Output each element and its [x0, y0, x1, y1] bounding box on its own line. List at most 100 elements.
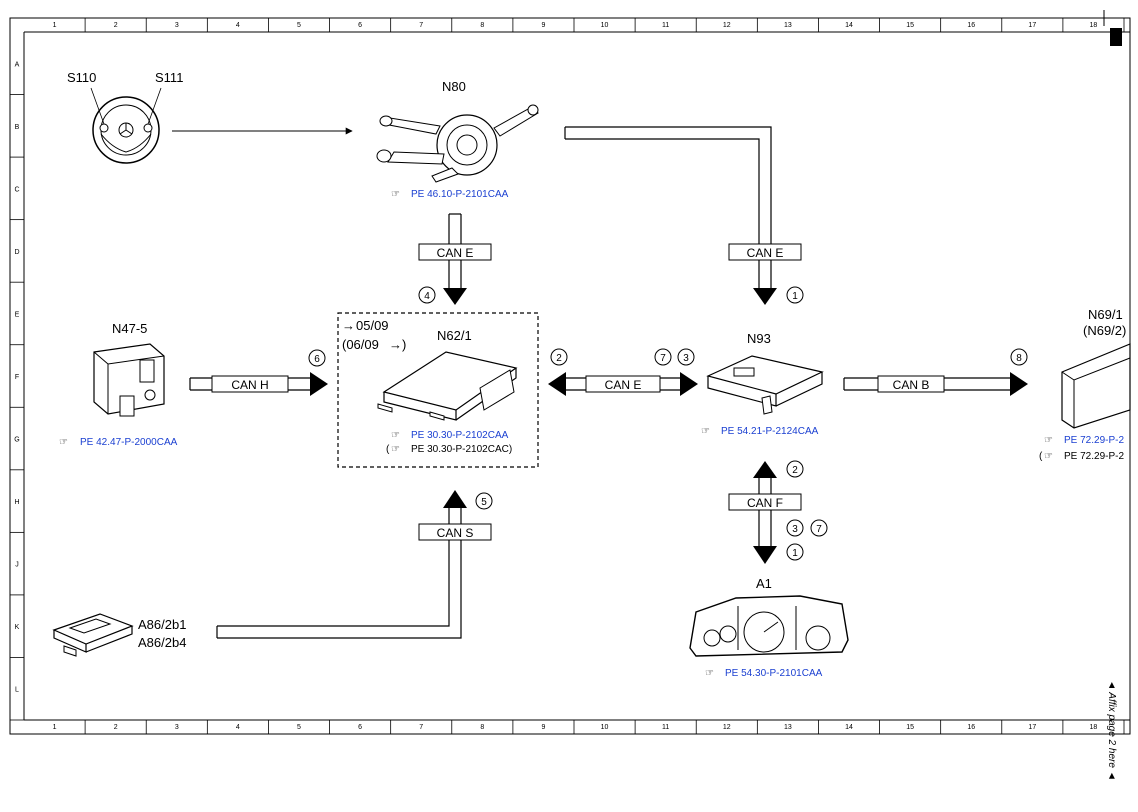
can-s-label: CAN S: [437, 526, 474, 540]
n62-date-2: (06/09: [342, 337, 379, 352]
grid-column-label: 10: [601, 724, 609, 731]
marker-2-low-text: 2: [792, 465, 798, 476]
n62-date-2-close: ): [402, 337, 406, 352]
ref-a1[interactable]: PE 54.30-P-2101CAA: [725, 668, 823, 679]
marker-3-low: [786, 519, 804, 537]
grid-column-label: 6: [358, 724, 362, 731]
grid-column-label: 3: [175, 22, 179, 29]
can-b-label: CAN B: [893, 378, 930, 392]
door-control-unit-icon: [1061, 343, 1131, 429]
marker-8-text: 8: [1016, 353, 1022, 364]
grid-row-label: H: [14, 499, 19, 506]
ref-icon: ☞: [705, 668, 714, 679]
label-a86-2b1: A86/2b1: [138, 617, 186, 632]
n62-control-unit-icon: [377, 351, 518, 421]
grid-row-label: K: [15, 624, 20, 631]
marker-3-mid: [677, 348, 695, 366]
can-e-left-label: CAN E: [437, 246, 474, 260]
grid-column-label: 12: [723, 724, 731, 731]
label-n69-2: (N69/2): [1083, 323, 1126, 338]
grid-column-label: 10: [601, 22, 609, 29]
instrument-cluster-icon: [689, 595, 849, 657]
can-e-right-box: [728, 243, 802, 261]
grid-column-label: 17: [1028, 724, 1036, 731]
can-s-bus: [216, 490, 467, 639]
steering-column-module-icon: [376, 104, 539, 183]
n62-variant-frame: [337, 312, 539, 468]
n62-date-1: 05/09: [356, 318, 389, 333]
grid-column-label: 14: [845, 22, 853, 29]
marker-7-mid-text: 7: [660, 353, 666, 364]
label-n47-5: N47-5: [112, 321, 147, 336]
label-n93: N93: [747, 331, 771, 346]
grid-column-label: 13: [784, 724, 792, 731]
grid-column-label: 2: [114, 22, 118, 29]
grid-column-label: 5: [297, 724, 301, 731]
ref-n62-1[interactable]: PE 30.30-P-2102CAA: [411, 430, 509, 441]
ref2-open: (: [1039, 451, 1043, 462]
marker-4: [418, 286, 436, 304]
grid-column-label: 1: [53, 724, 57, 731]
marker-3-mid-text: 3: [683, 353, 689, 364]
grid-column-label: 3: [175, 724, 179, 731]
can-e-mid-label: CAN E: [605, 378, 642, 392]
affix-note-text: ◄ Affix page 2 here ◄: [1106, 680, 1117, 781]
marker-7-low: [810, 519, 828, 537]
grid-column-label: 7: [419, 724, 423, 731]
grid-column-label: 7: [419, 22, 423, 29]
marker-1-low: [786, 543, 804, 561]
can-h-box: [211, 375, 289, 393]
grid-column-label: 9: [541, 22, 545, 29]
ref-n93[interactable]: PE 54.21-P-2124CAA: [721, 426, 819, 437]
grid-row-label: B: [15, 124, 20, 131]
ref-n69[interactable]: PE 72.29-P-2: [1064, 435, 1124, 446]
label-a86-2b4: A86/2b4: [138, 635, 186, 650]
grid-column-label: 15: [906, 22, 914, 29]
marker-8: [1010, 348, 1028, 366]
marker-2-left-text: 2: [556, 353, 562, 364]
affix-note: ◄ Affix page 2 here ◄: [1106, 680, 1117, 781]
ref-n80[interactable]: PE 46.10-P-2101CAA: [411, 189, 509, 200]
can-s-box: [418, 523, 492, 541]
grid-column-label: 14: [845, 724, 853, 731]
grid-column-label: 12: [723, 22, 731, 29]
grid-column-label: 4: [236, 22, 240, 29]
ref2-n62-1: PE 30.30-P-2102CAC): [411, 444, 512, 455]
ref2-n69: PE 72.29-P-2: [1064, 451, 1124, 462]
grid-column-label: 5: [297, 22, 301, 29]
corner-marker: [1110, 28, 1122, 46]
label-s111: S111: [155, 70, 183, 85]
ref-n47-5[interactable]: PE 42.47-P-2000CAA: [80, 437, 178, 448]
grid-column-label: 18: [1090, 724, 1098, 731]
grid-column-label: 11: [662, 22, 669, 29]
ref-icon: ☞: [701, 426, 710, 437]
grid-column-label: 15: [906, 724, 914, 731]
marker-1-top-text: 1: [792, 291, 798, 302]
grid-column-label: 17: [1028, 22, 1036, 29]
grid-column-label: 8: [480, 724, 484, 731]
grid-row-label: D: [14, 249, 19, 256]
ref-icon: ☞: [1044, 451, 1053, 462]
arrow-glyph: →: [389, 337, 402, 352]
label-a1: A1: [756, 576, 772, 591]
can-e-mid-box: [585, 375, 661, 393]
can-f-label: CAN F: [747, 496, 783, 510]
marker-1-low-text: 1: [792, 548, 798, 559]
grid-column-label: 6: [358, 22, 362, 29]
marker-2-low: [786, 460, 804, 478]
marker-3-low-text: 3: [792, 524, 798, 535]
label-n69-1: N69/1: [1088, 307, 1123, 322]
grid-row-label: F: [15, 374, 19, 381]
arrow-glyph: →: [342, 318, 355, 333]
grid-row-label: G: [14, 437, 19, 444]
marker-4-text: 4: [424, 291, 430, 302]
ref-icon: ☞: [391, 430, 400, 441]
marker-7-low-text: 7: [816, 524, 822, 535]
grid-column-label: 16: [967, 22, 975, 29]
label-n62-1: N62/1: [437, 328, 472, 343]
can-f-bus: [753, 461, 777, 564]
